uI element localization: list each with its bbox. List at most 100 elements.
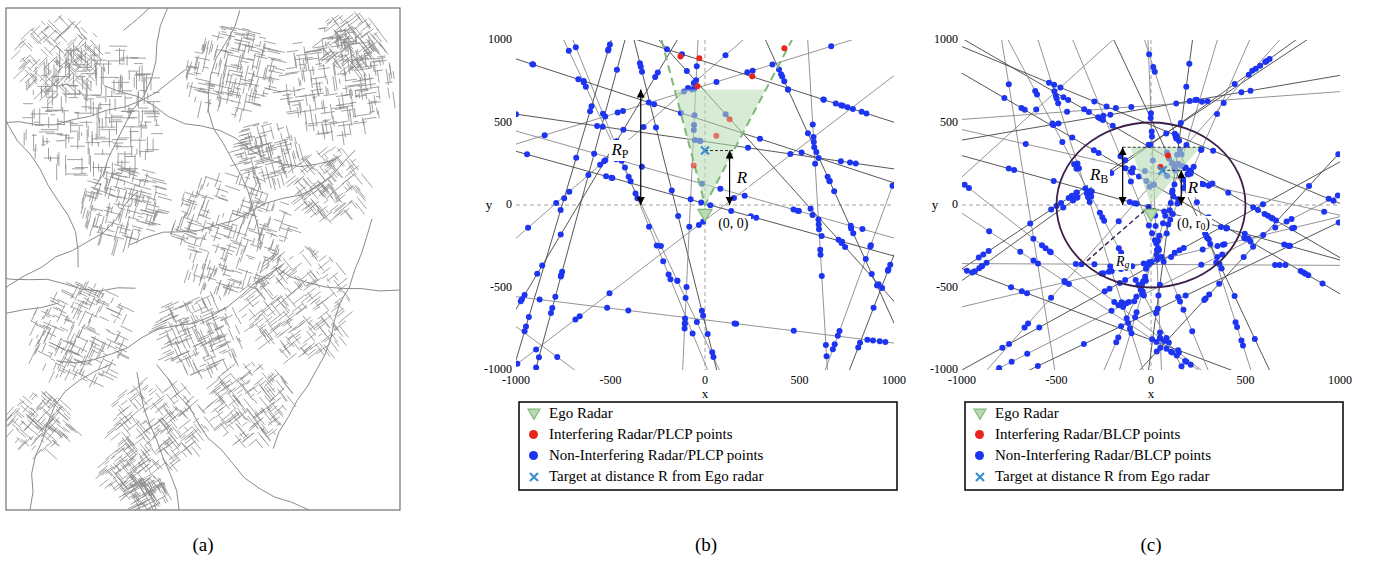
radar-point — [986, 248, 992, 254]
range-label: R — [1186, 178, 1200, 198]
radar-point — [810, 212, 816, 218]
road-cluster — [11, 15, 105, 104]
radar-point — [744, 69, 750, 75]
radar-point — [669, 187, 675, 193]
radar-point — [558, 232, 564, 238]
range-arrow — [729, 151, 730, 205]
radar-point — [986, 228, 992, 234]
guard-circle — [1057, 123, 1246, 288]
radar-point — [1142, 274, 1148, 280]
radar-point — [658, 243, 664, 249]
tick-label: -500 — [490, 281, 512, 295]
radar-point — [607, 290, 613, 296]
radar-point — [1320, 281, 1326, 287]
radar-point — [529, 61, 535, 67]
radar-point — [857, 340, 863, 346]
tick-label: 1000 — [934, 33, 958, 47]
radar-point — [620, 108, 626, 114]
radar-point — [823, 342, 829, 348]
road-line — [962, 40, 1340, 370]
radar-point — [831, 188, 837, 194]
radar-point — [1060, 94, 1066, 100]
label-text: (0, 0) — [718, 216, 748, 231]
radar-point — [1124, 315, 1130, 321]
legend-box — [965, 402, 1343, 490]
radar-point — [1157, 329, 1163, 335]
road-line — [1022, 40, 1340, 370]
radar-point — [1156, 233, 1162, 239]
radar-point — [1215, 243, 1221, 249]
tick-label: 1000 — [1328, 374, 1352, 388]
axis-title: y — [932, 198, 939, 213]
radar-point — [655, 70, 661, 76]
radar-point — [609, 175, 615, 181]
radar-point — [1107, 112, 1113, 118]
radar-point — [536, 354, 542, 360]
radar-point — [742, 193, 748, 199]
radar-point — [1133, 294, 1139, 300]
radar-point — [1326, 196, 1332, 202]
radar-point — [964, 268, 970, 274]
radar-point — [1073, 261, 1079, 267]
radar-point — [684, 68, 690, 74]
radar-point — [698, 200, 704, 206]
legend-text: Interfering Radar/BLCP points — [995, 426, 1180, 443]
arterial-road — [6, 303, 59, 363]
radar-point — [795, 208, 801, 214]
label-text: -1000 — [502, 373, 530, 387]
radar-point — [871, 305, 877, 311]
arterial-road — [157, 365, 340, 510]
range-label: RP — [609, 140, 630, 162]
tick-label: 500 — [494, 116, 512, 130]
panel-caption: (a) — [193, 534, 214, 556]
radar-point — [1209, 181, 1215, 187]
radar-point — [799, 149, 805, 155]
radar-point — [811, 134, 817, 140]
radar-point — [1058, 200, 1064, 206]
radar-point — [693, 77, 699, 83]
legend-text: Ego Radar — [549, 405, 613, 422]
radar-point — [1033, 106, 1039, 112]
road-line — [962, 40, 1340, 370]
radar-point — [811, 144, 817, 150]
road-line — [516, 40, 894, 370]
radar-point — [1018, 105, 1024, 111]
axis-title: x — [702, 387, 709, 402]
radar-point — [675, 213, 681, 219]
tick-label: 500 — [1237, 374, 1255, 388]
radar-point — [1221, 100, 1227, 106]
radar-point — [1241, 254, 1247, 260]
road-line — [516, 40, 894, 246]
radar-point — [1146, 51, 1152, 57]
radar-point — [549, 305, 555, 311]
radar-point — [542, 132, 548, 138]
radar-point — [1128, 104, 1134, 110]
road-line — [962, 40, 1340, 370]
radar-point — [1091, 99, 1097, 105]
radar-point — [660, 258, 666, 264]
radar-point — [1260, 201, 1266, 207]
arterial-road — [93, 8, 180, 189]
legend-text: Non-Interfering Radar/BLCP points — [995, 447, 1211, 464]
road-line — [962, 40, 1109, 370]
radar-point — [1232, 293, 1238, 299]
radar-point — [639, 164, 645, 170]
radar-point — [1128, 179, 1134, 185]
radar-point — [1301, 270, 1307, 276]
label-text: x — [702, 386, 709, 401]
road-line — [516, 72, 894, 234]
radar-point — [1178, 363, 1184, 369]
radar-point — [1146, 223, 1152, 229]
radar-point — [1183, 84, 1189, 90]
radar-point — [1069, 135, 1075, 141]
radar-point — [694, 319, 700, 325]
radar-point — [1055, 121, 1061, 127]
label-text: 500 — [1237, 373, 1255, 387]
plot-area — [516, 40, 894, 370]
radar-point — [516, 361, 520, 367]
radar-point — [1216, 281, 1222, 287]
tick-label: -500 — [600, 374, 622, 388]
radar-point — [615, 110, 621, 116]
road-network — [6, 8, 400, 510]
radar-point — [817, 247, 823, 253]
